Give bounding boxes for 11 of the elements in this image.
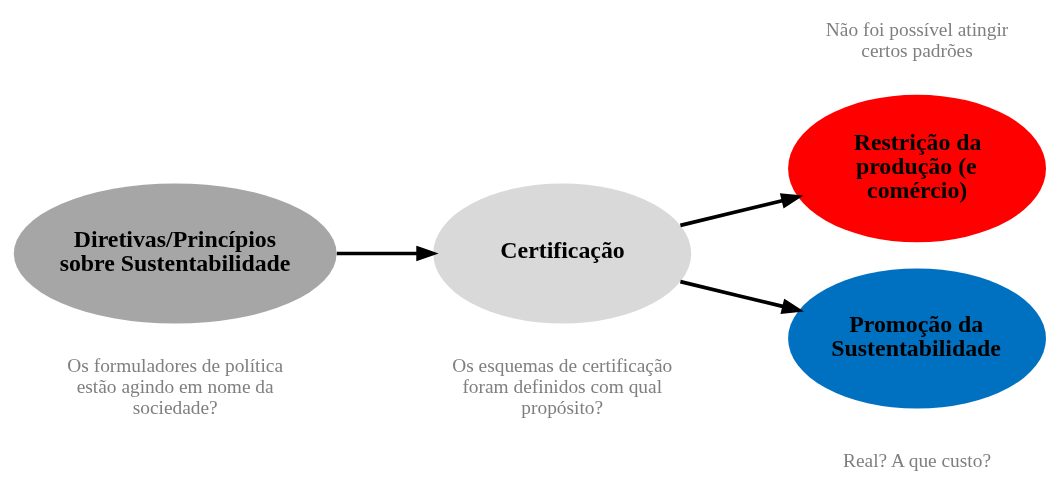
node-label: Os esquemas de certificação foram definidos com qual propósito? — [452, 354, 673, 418]
node-ellipse: Certificação — [433, 183, 692, 324]
node-ellipse: Promoção da Sustentabilidade — [788, 268, 1046, 409]
node-label: Não foi possível atingir certos padrões — [825, 19, 1009, 62]
node-ellipse: Restrição da produção (e comércio) — [788, 94, 1046, 243]
node-label: Os formuladores de política estão agindo em nome da sociedade? — [67, 354, 284, 418]
node-ellipse: Diretivas/Princípios sobre Sustentabilidade — [13, 183, 337, 324]
arrow — [679, 279, 805, 314]
arrow — [336, 245, 439, 262]
node-label: Real? A que custo? — [843, 450, 992, 472]
arrow — [679, 193, 804, 228]
